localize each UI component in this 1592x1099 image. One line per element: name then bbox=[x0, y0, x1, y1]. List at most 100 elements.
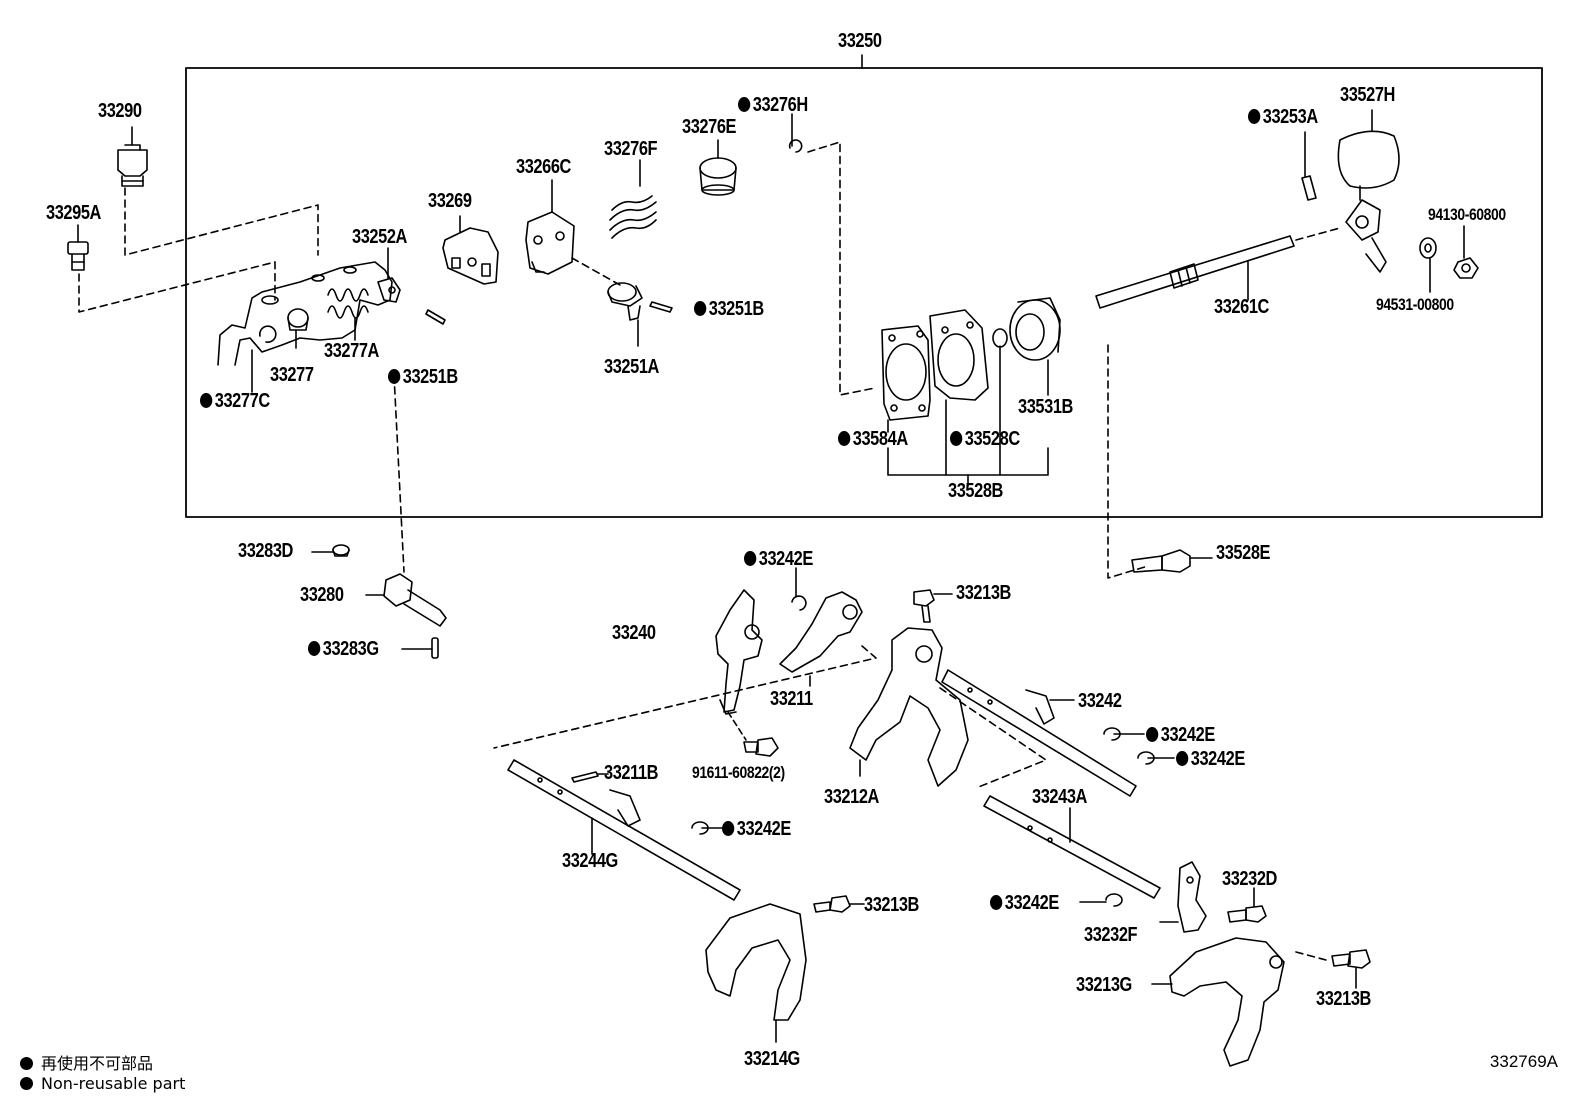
part-33243A bbox=[983, 795, 1161, 899]
label-33242E-top: 33242E bbox=[744, 548, 813, 570]
label-33243A: 33243A bbox=[1032, 786, 1087, 808]
non-reusable-dot bbox=[990, 895, 1003, 910]
part-33232D bbox=[1227, 887, 1267, 923]
part-33531B bbox=[1009, 297, 1061, 396]
part-33280 bbox=[365, 573, 447, 627]
part-33276H bbox=[788, 139, 803, 153]
non-reusable-dot bbox=[722, 821, 735, 836]
label-33232D: 33232D bbox=[1222, 868, 1277, 890]
non-reusable-dot bbox=[1146, 727, 1159, 742]
label-33242E-r1: 33242E bbox=[1146, 724, 1215, 746]
part-94531 bbox=[1419, 237, 1437, 293]
label-33527H: 33527H bbox=[1340, 84, 1395, 106]
part-33213G bbox=[1151, 937, 1285, 1067]
part-33253A bbox=[1301, 131, 1317, 201]
part-33242E-low bbox=[1105, 893, 1123, 907]
non-reusable-dot bbox=[200, 393, 213, 408]
label-33290: 33290 bbox=[98, 100, 142, 122]
part-33290 bbox=[117, 126, 148, 187]
part-33232F bbox=[1159, 861, 1207, 933]
label-33269: 33269 bbox=[428, 190, 472, 212]
label-33277C: 33277C bbox=[200, 390, 270, 412]
label-33252A: 33252A bbox=[352, 226, 407, 248]
part-33277 bbox=[287, 308, 309, 349]
part-33242E-r1 bbox=[1103, 727, 1121, 741]
part-33276F bbox=[609, 159, 657, 239]
label-33251B-left: 33251B bbox=[388, 366, 458, 388]
legend-line-en: Non-reusable part bbox=[20, 1074, 185, 1093]
figure-code: 332769A bbox=[1489, 1052, 1558, 1071]
label-33244G: 33244G bbox=[562, 850, 618, 872]
part-33528E bbox=[1131, 549, 1213, 573]
part-33214G bbox=[705, 903, 807, 1043]
label-33240: 33240 bbox=[612, 622, 656, 644]
part-33211 bbox=[779, 591, 863, 687]
part-33261C bbox=[1095, 235, 1295, 309]
non-reusable-dot bbox=[744, 551, 757, 566]
bracket-33528B bbox=[887, 447, 1049, 476]
label-33212A: 33212A bbox=[824, 786, 879, 808]
part-33213B-low bbox=[1331, 949, 1371, 989]
part-33242 bbox=[941, 669, 1137, 797]
part-33252A bbox=[377, 247, 401, 303]
non-reusable-dot bbox=[1248, 109, 1261, 124]
label-33283G: 33283G bbox=[308, 638, 379, 660]
label-33584A: 33584A bbox=[838, 428, 908, 450]
label-33242E-low: 33242E bbox=[990, 892, 1059, 914]
part-33213B-top bbox=[913, 589, 953, 623]
label-33276F: 33276F bbox=[604, 138, 658, 160]
non-reusable-dot bbox=[694, 301, 707, 316]
part-33295A bbox=[67, 224, 89, 271]
label-33261C: 33261C bbox=[1214, 296, 1269, 318]
label-33251A: 33251A bbox=[604, 356, 659, 378]
label-33277: 33277 bbox=[270, 364, 314, 386]
part-94130 bbox=[1453, 225, 1479, 279]
label-33214G: 33214G bbox=[744, 1048, 800, 1070]
part-33244G bbox=[507, 759, 741, 901]
part-33242E-mid bbox=[691, 821, 709, 835]
label-33213B-low: 33213B bbox=[1316, 988, 1371, 1010]
part-33251A bbox=[607, 282, 643, 347]
part-33212A bbox=[849, 627, 969, 787]
assembly-label-33250: 33250 bbox=[838, 30, 882, 52]
legend-line-jp: 再使用不可部品 bbox=[20, 1050, 153, 1074]
label-33242: 33242 bbox=[1078, 690, 1122, 712]
non-reusable-dot bbox=[950, 431, 963, 446]
part-33251B-left bbox=[425, 309, 446, 325]
label-33266C: 33266C bbox=[516, 156, 571, 178]
label-91611-60822: 91611-60822(2) bbox=[692, 763, 785, 782]
part-33251B-center bbox=[649, 301, 673, 313]
label-33211B: 33211B bbox=[604, 762, 659, 784]
part-33283D bbox=[311, 544, 350, 557]
part-33240 bbox=[715, 589, 763, 715]
housing-cover bbox=[217, 261, 393, 366]
assembly-box bbox=[185, 67, 1543, 518]
part-33213B-mid bbox=[813, 895, 865, 913]
part-33269 bbox=[442, 215, 499, 285]
lever-assembly bbox=[1345, 185, 1387, 273]
label-33531B: 33531B bbox=[1018, 396, 1073, 418]
non-reusable-dot bbox=[388, 369, 401, 384]
label-33213B-top: 33213B bbox=[956, 582, 1011, 604]
label-94130-60800: 94130-60800 bbox=[1428, 205, 1506, 224]
label-33295A: 33295A bbox=[46, 202, 101, 224]
part-33277C bbox=[259, 325, 277, 343]
legend-dot bbox=[20, 1057, 33, 1070]
non-reusable-dot bbox=[308, 641, 321, 656]
label-33528B: 33528B bbox=[948, 480, 1003, 502]
label-33276E: 33276E bbox=[682, 116, 737, 138]
part-33242E-r2 bbox=[1137, 751, 1155, 765]
label-33211: 33211 bbox=[770, 688, 813, 710]
label-33251B-center: 33251B bbox=[694, 298, 764, 320]
label-33242E-mid: 33242E bbox=[722, 818, 791, 840]
part-33584A bbox=[881, 325, 931, 421]
part-33211B bbox=[571, 771, 609, 783]
label-33276H: 33276H bbox=[738, 94, 808, 116]
part-33527H bbox=[1337, 109, 1400, 189]
non-reusable-dot bbox=[838, 431, 851, 446]
part-91611 bbox=[727, 711, 779, 757]
label-94531-00800: 94531-00800 bbox=[1376, 295, 1454, 314]
label-33253A: 33253A bbox=[1248, 106, 1318, 128]
label-33213B-mid: 33213B bbox=[864, 894, 919, 916]
